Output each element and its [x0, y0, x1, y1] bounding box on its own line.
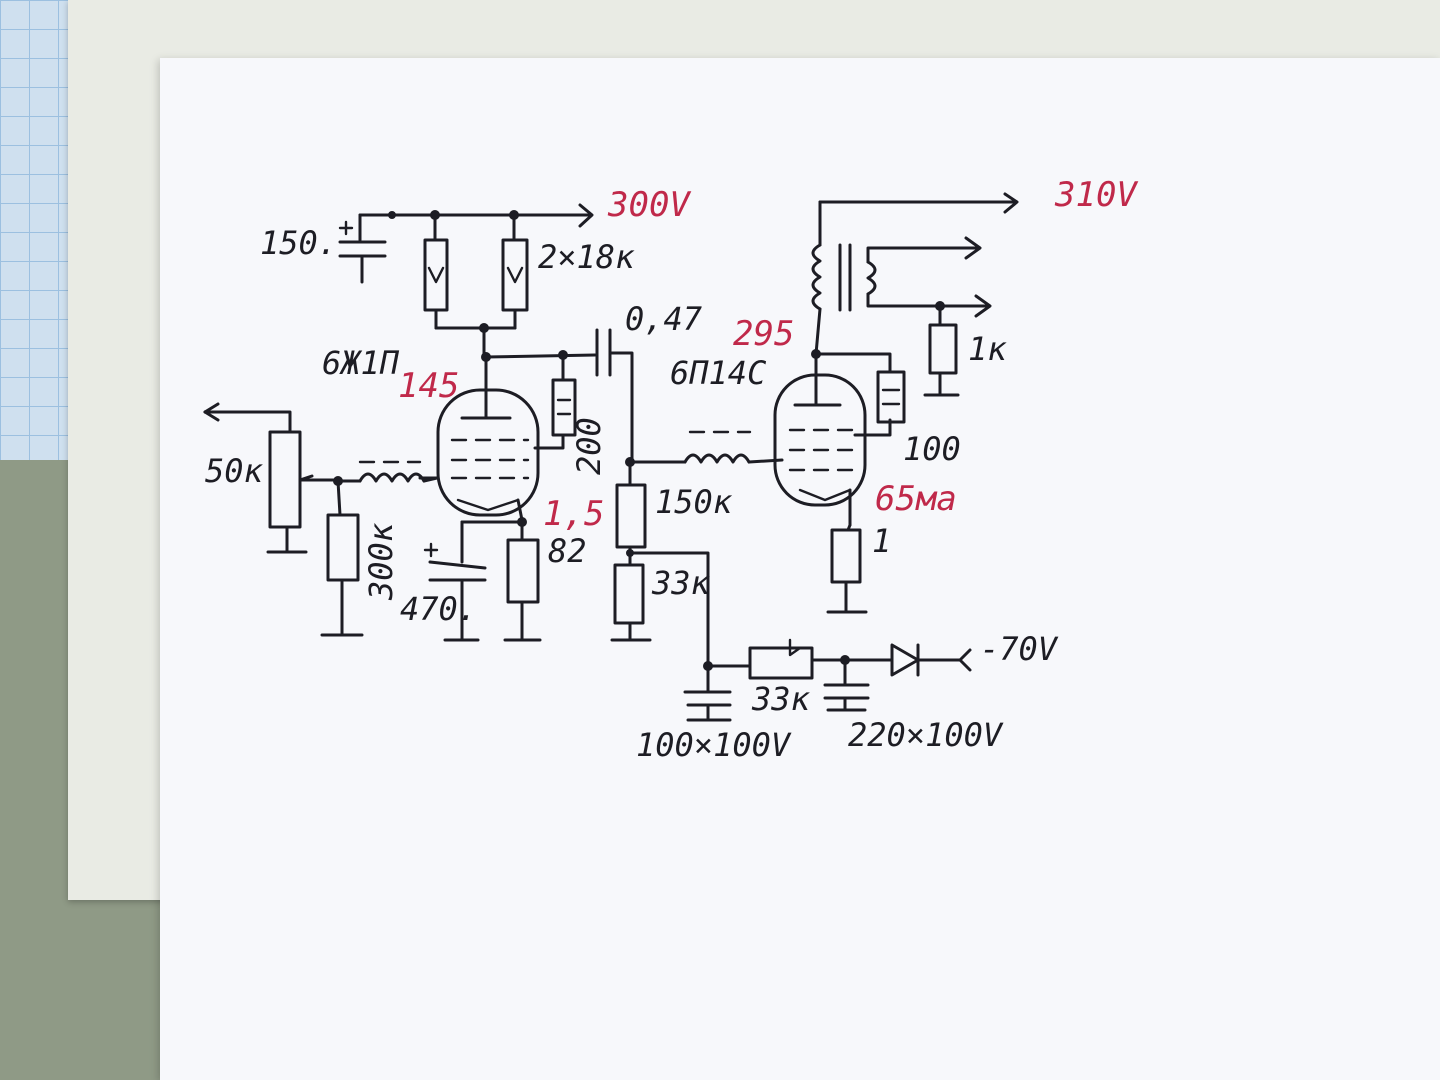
label-220x100v: 220×100V — [848, 716, 1004, 754]
label-100: 100 — [903, 430, 961, 468]
label-50k: 50к — [205, 452, 264, 490]
label-145: 145 — [398, 366, 459, 406]
label-2x18k: 2×18к — [538, 238, 635, 276]
tube-1-pentode — [418, 355, 540, 522]
label-470: 470. — [400, 590, 477, 628]
bias-supply — [683, 638, 972, 722]
label-300v: 300V — [607, 185, 691, 225]
label-1: 1 — [872, 522, 891, 560]
label-150: 150. — [260, 224, 337, 262]
label-310v: 310V — [1054, 175, 1138, 215]
tube-2-output-pentode — [773, 352, 892, 527]
label-150k: 150к — [655, 483, 733, 521]
capacitor-150 — [338, 213, 387, 284]
label-33k-divider: 33к — [651, 564, 711, 602]
label-1k: 1к — [968, 330, 1007, 368]
b-plus-rail-300v — [358, 203, 594, 228]
label-295: 295 — [733, 314, 794, 354]
label-047: 0,47 — [625, 300, 702, 338]
label-33k-bias: 33к — [751, 680, 811, 718]
label-65ma: 65ма — [875, 479, 957, 519]
bias-divider — [610, 460, 710, 667]
output-transformer — [811, 192, 1019, 397]
potentiometer-50k — [203, 402, 314, 554]
label-1-5: 1,5 — [543, 494, 604, 534]
label-minus-70v: -70V — [980, 630, 1059, 668]
label-200: 200 — [570, 417, 608, 475]
cathode-network-1 — [423, 517, 542, 642]
label-tube-1: 6Ж1П — [322, 344, 400, 382]
interstage-grid-circuit — [625, 430, 784, 467]
paper-sheet — [160, 58, 1440, 1080]
plate-resistor-pair — [423, 213, 529, 359]
screen-resistor-100 — [811, 349, 906, 424]
cathode-resistor-1 — [826, 523, 868, 614]
grid-resistor-300k — [320, 479, 364, 637]
screen-resistor-200 — [533, 353, 577, 450]
label-100x100v: 100×100V — [636, 726, 792, 764]
label-tube-2: 6П14С — [670, 354, 766, 392]
label-82: 82 — [548, 532, 587, 570]
label-300k: 300к — [362, 522, 400, 601]
input-grid-circuit — [298, 460, 439, 486]
